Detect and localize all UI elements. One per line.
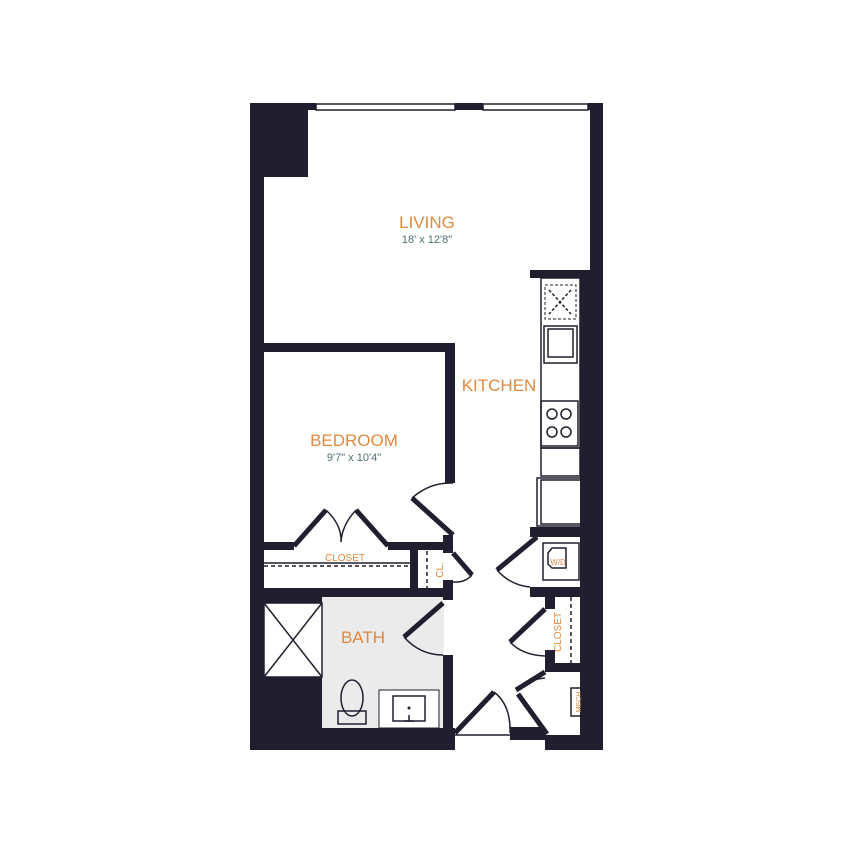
windows <box>315 103 589 111</box>
bath-sink-icon <box>378 689 440 729</box>
bath-label: BATH <box>341 628 385 647</box>
walls <box>250 103 603 750</box>
mech-unit <box>570 687 586 717</box>
hall-closet-label: CLOSET <box>553 612 564 652</box>
doors <box>292 482 550 736</box>
kitchen-label: KITCHEN <box>462 376 537 395</box>
toilet-icon <box>337 679 367 725</box>
sink-icon <box>543 325 578 364</box>
refrigerator-icon <box>536 477 590 527</box>
bedroom-label: BEDROOM <box>310 431 398 450</box>
shower-icon <box>263 602 323 678</box>
washer-dryer-icon <box>542 542 580 581</box>
cooktop-icon <box>540 400 579 447</box>
closet-label: CLOSET <box>325 553 365 564</box>
kitchen-counter <box>536 277 590 527</box>
closet-rods <box>264 551 572 663</box>
bedroom-dimensions: 9'7" x 10'4" <box>327 452 381 464</box>
dishwasher-icon <box>544 284 577 320</box>
laundry-label: W/D <box>550 558 566 567</box>
mech-label: MECH <box>576 692 583 713</box>
linen-closet-label: CL. <box>435 562 446 578</box>
living-label: LIVING <box>399 213 455 232</box>
living-dimensions: 18' x 12'8" <box>402 234 452 246</box>
